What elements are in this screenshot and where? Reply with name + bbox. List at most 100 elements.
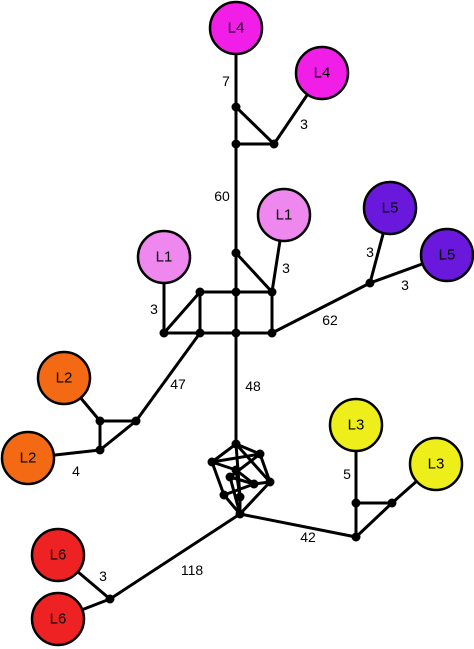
edge: [108, 512, 242, 601]
edge-label: 42: [300, 529, 316, 545]
edge: [238, 512, 358, 539]
leaf-label: L6: [50, 611, 67, 628]
leaf-circle-l6-top: [30, 527, 86, 583]
junction-node: [231, 287, 241, 297]
leaf-node-l6-top: L6: [30, 527, 86, 583]
edge-label: 3: [282, 260, 290, 276]
junction-node: [195, 328, 205, 338]
edge-label: 118: [181, 562, 204, 578]
edge-label: 48: [245, 378, 261, 394]
junction-node: [95, 445, 105, 455]
edge: [270, 281, 372, 335]
junction-node: [235, 509, 245, 519]
junction-node: [131, 416, 141, 426]
leaf-label: L4: [228, 20, 245, 37]
leaf-label: L3: [348, 417, 365, 434]
edge: [238, 480, 272, 516]
junction-node: [265, 477, 275, 487]
junction-node: [231, 102, 241, 112]
junction-node: [159, 328, 169, 338]
leaf-circle-l2-bottom: [0, 430, 56, 486]
edge: [210, 452, 262, 464]
junction-node: [351, 498, 361, 508]
junction-node: [267, 287, 277, 297]
leaf-circle-l5-top: [362, 180, 418, 236]
junction-node: [195, 287, 205, 297]
junction-node: [267, 328, 277, 338]
junction-node: [351, 532, 361, 542]
junction-node: [231, 439, 241, 449]
edge-labels: 7 3 60 3 3 3 3 62 47 4 48 5 42 118 3: [72, 73, 409, 584]
junction-node: [255, 449, 265, 459]
edge: [210, 442, 238, 464]
edge-label: 3: [366, 244, 374, 260]
junction-node: [207, 457, 217, 467]
leaf-label: L5: [382, 200, 399, 217]
edge: [162, 290, 202, 335]
leaf-circle-l4-right: [294, 45, 350, 101]
leaf-node-l3-top: L3: [328, 397, 384, 453]
leaf-label: L1: [276, 207, 293, 224]
leaf-node-l1-left: L1: [136, 229, 192, 285]
edge: [228, 475, 242, 516]
junction-node: [235, 492, 245, 502]
leaf-circle-l5-right: [419, 227, 474, 283]
leaf-circle-l1-left: [136, 229, 192, 285]
leaf-label: L1: [156, 249, 173, 266]
junction-node: [231, 465, 241, 475]
junction-node: [365, 278, 375, 288]
edge: [98, 419, 138, 452]
junction-node: [219, 490, 229, 500]
edge: [258, 452, 272, 484]
edge: [134, 331, 202, 423]
leaf-circle-l3-right: [408, 436, 464, 492]
junction-node: [269, 139, 279, 149]
leaf-circle-l1-center: [256, 187, 312, 243]
edge-label: 47: [170, 376, 186, 392]
junction-node: [105, 594, 115, 604]
edge: [234, 442, 272, 484]
edge-label: 3: [300, 116, 308, 132]
junction-node: [387, 498, 397, 508]
edge-label: 3: [401, 277, 409, 293]
leaf-node-l1-center: L1: [256, 187, 312, 243]
edge-label: 62: [322, 312, 338, 328]
edges: [26, 26, 449, 621]
leaf-label: L2: [20, 450, 37, 467]
edge-label: 7: [222, 73, 230, 89]
leaf-label: L4: [314, 65, 331, 82]
edge: [234, 251, 274, 294]
leaf-circle-l2-top: [36, 350, 92, 406]
edge: [354, 501, 394, 539]
edge: [210, 460, 226, 497]
leaf-label: L6: [50, 547, 67, 564]
junction-node: [231, 139, 241, 149]
leaf-circle-l6-bottom: [30, 591, 86, 647]
edge: [234, 468, 242, 499]
leaf-label: L2: [56, 370, 73, 387]
leaf-node-l2-top: L2: [36, 350, 92, 406]
junction-node: [95, 416, 105, 426]
leaf-label: L3: [428, 456, 445, 473]
edge-label: 3: [99, 568, 107, 584]
edge: [234, 105, 276, 146]
edge-label: 3: [150, 301, 158, 317]
junction-node: [231, 328, 241, 338]
edge-label: 60: [214, 188, 230, 204]
leaf-node-l2-bottom: L2: [0, 430, 56, 486]
junction-nodes: [95, 102, 397, 604]
leaf-node-l4-right: L4: [294, 45, 350, 101]
edge-label: 4: [72, 463, 80, 479]
leaf-circle-l3-top: [328, 397, 384, 453]
edge-label: 5: [343, 466, 351, 482]
leaf-node-l3-right: L3: [408, 436, 464, 492]
junction-node: [225, 472, 235, 482]
leaf-circle-l4-top: [208, 0, 264, 56]
leaf-node-l5-right: L5: [419, 227, 474, 283]
junction-node: [231, 248, 241, 258]
leaf-label: L5: [439, 247, 456, 264]
leaf-node-l6-bottom: L6: [30, 591, 86, 647]
